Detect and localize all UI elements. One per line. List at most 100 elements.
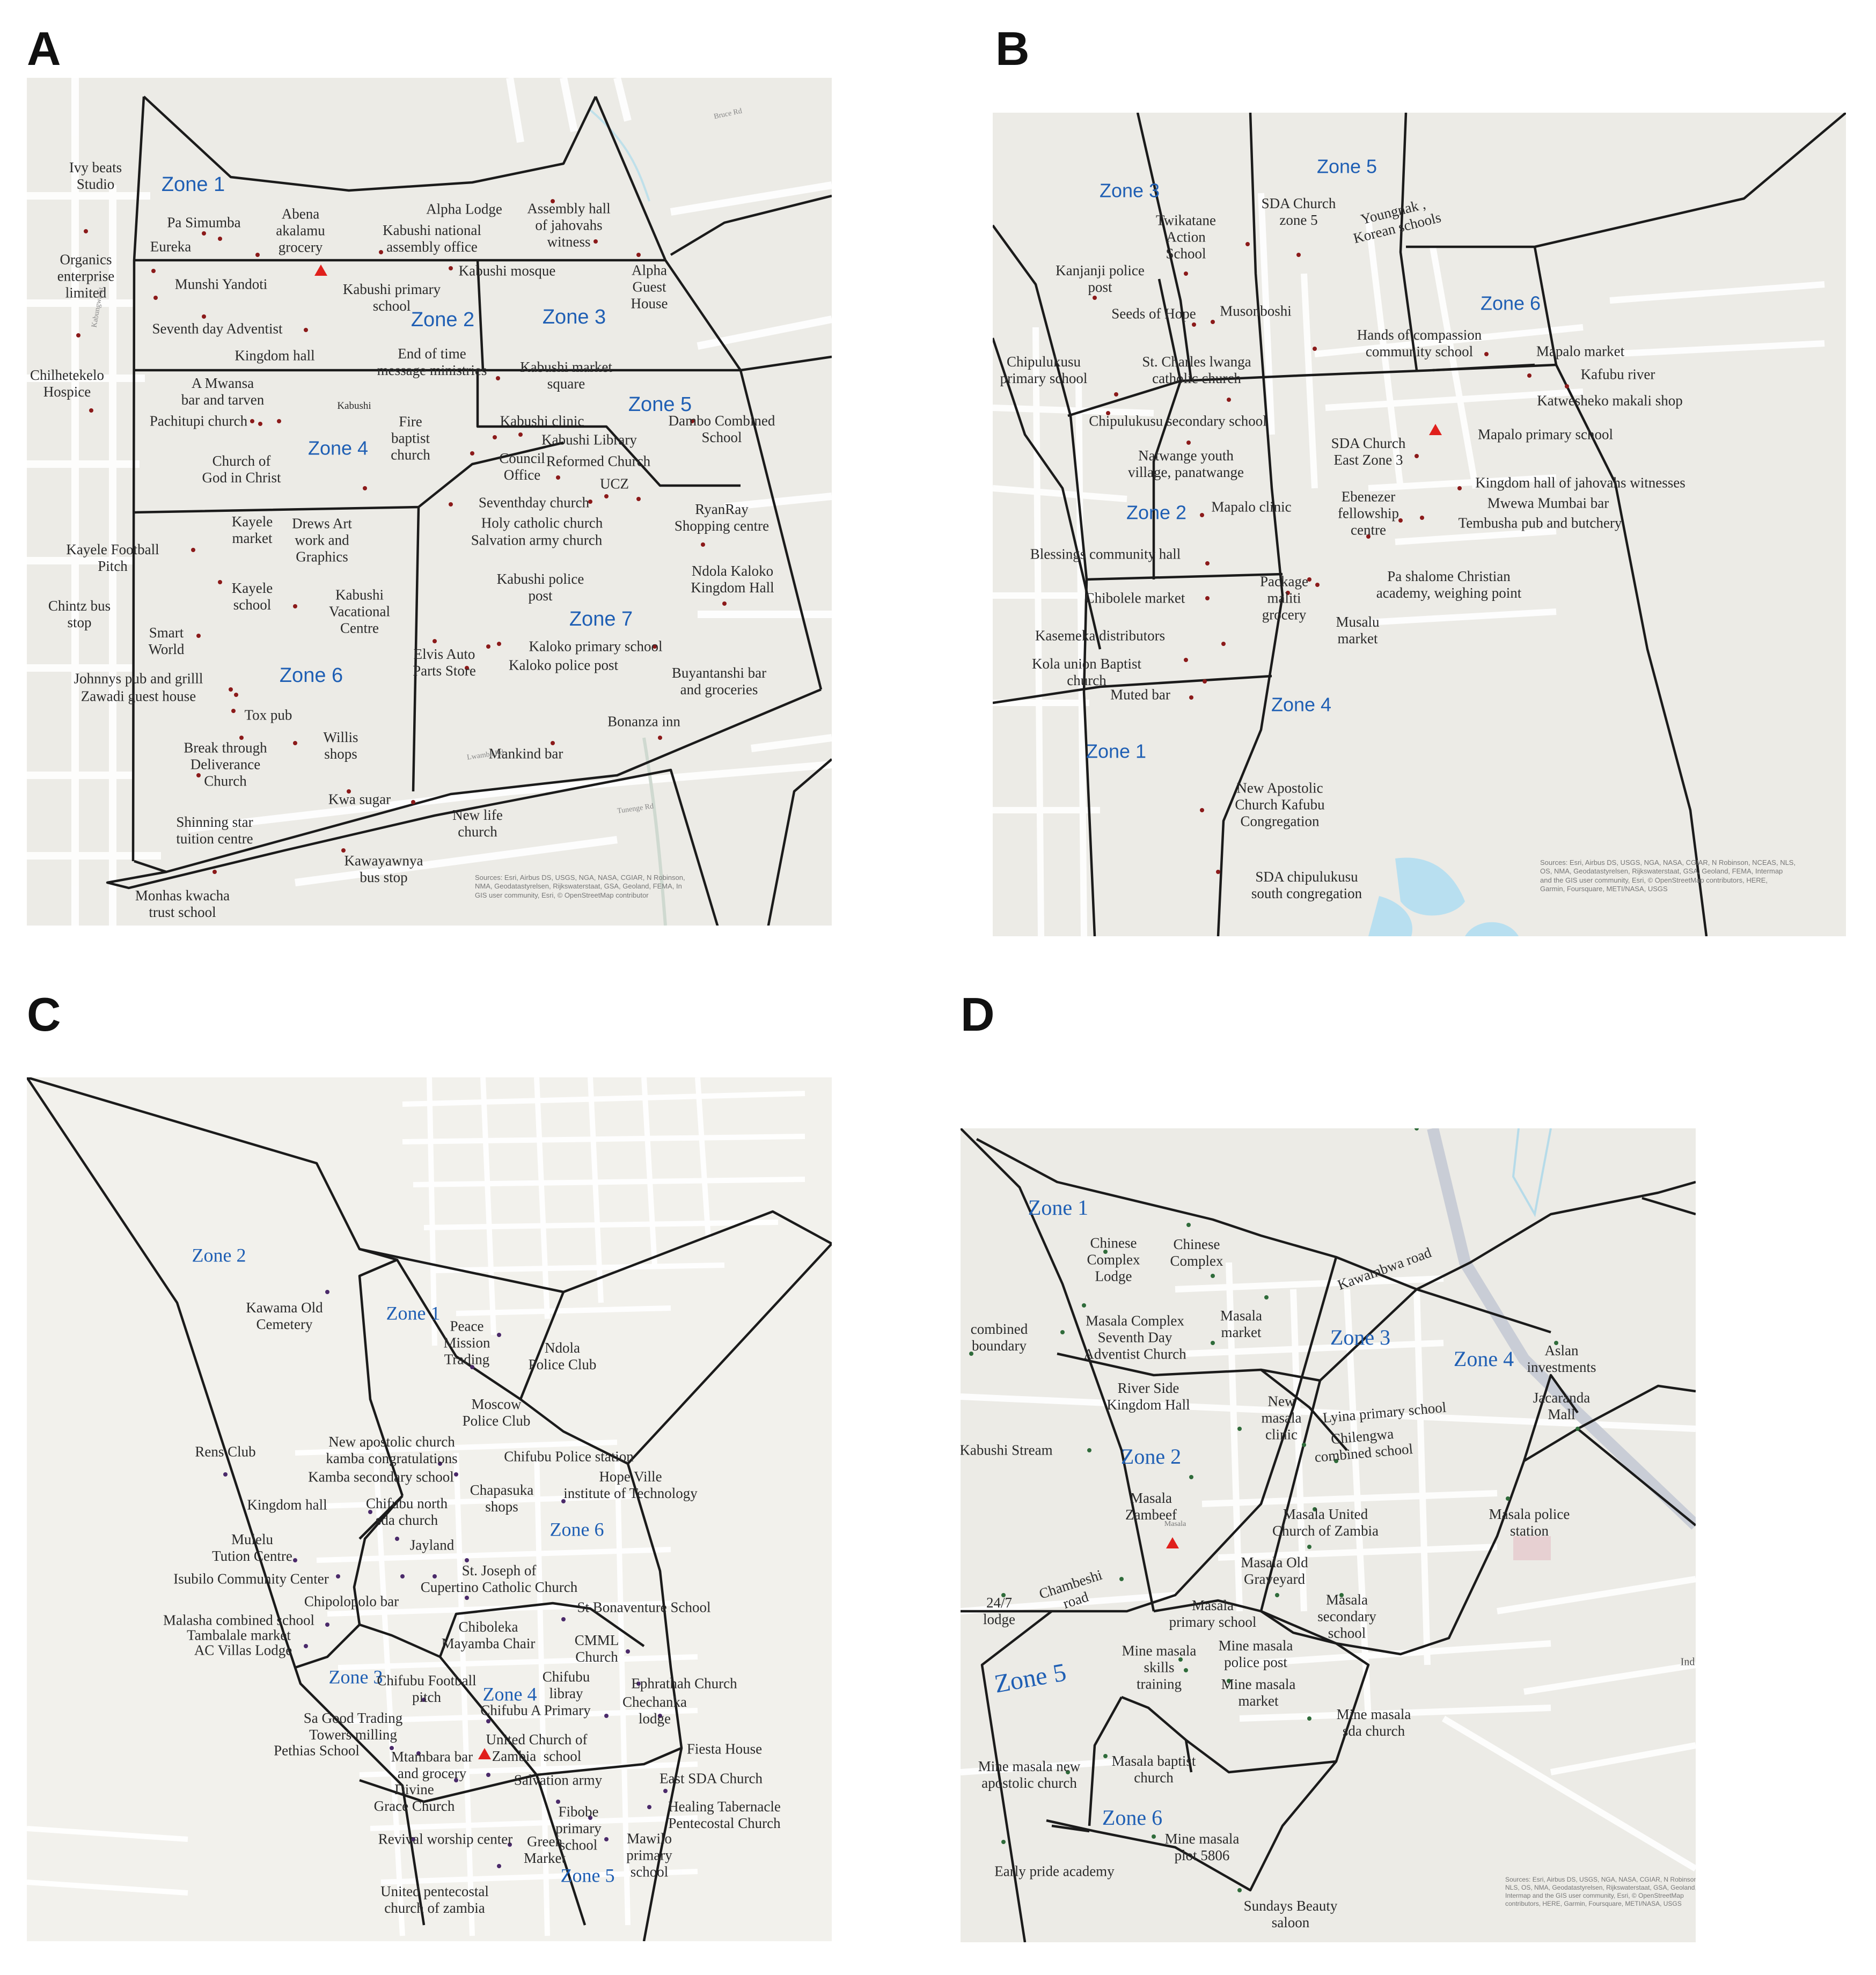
poi-label: Mine masala market (1221, 1676, 1296, 1709)
poi-label: Hope Ville institute of Technology (563, 1468, 698, 1501)
poi-label: Aslan investments (1527, 1342, 1596, 1375)
poi-label: United Church of Zambia school (486, 1731, 588, 1764)
poi-label: Tambalale market (187, 1627, 291, 1643)
panel-c-zone-label: Zone 5 (560, 1864, 615, 1886)
poi-label: Ndola Police Club (528, 1339, 597, 1372)
poi-label: Kabushi police post (496, 570, 584, 604)
panel-c-map[interactable]: Zone 2 Zone 1 Zone 6 Zone 3 Zone 4 Zone … (27, 1077, 832, 1941)
poi-label: St Bonaventure School (577, 1599, 711, 1616)
panel-b-map[interactable]: Zone 3 Zone 5 Zone 6 Zone 2 Zone 4 Zone … (993, 113, 1846, 936)
poi-label: Kabushi Library (541, 431, 637, 448)
poi-label: Kabushi clinic (500, 413, 584, 429)
poi-label: End of time message ministries (377, 345, 487, 378)
panel-b-letter: B (995, 22, 1030, 75)
poi-label: Chipulukusu primary school (1000, 353, 1088, 386)
poi-label: Zawadi guest house (80, 688, 196, 704)
poi-label: St. Joseph of Cupertino Catholic Church (420, 1562, 578, 1595)
panel-a-zone-label: Zone 5 (628, 393, 692, 416)
poi-label: Package maliti grocery (1260, 573, 1308, 623)
poi-label: New life church (452, 806, 503, 840)
poi-label: Willis shops (323, 729, 358, 762)
panel-a-zone-label: Zone 4 (307, 437, 369, 459)
panel-b-target-marker (1429, 424, 1442, 435)
road-label: Ind (1680, 1656, 1695, 1668)
poi-label: Mapalo market (1536, 343, 1625, 359)
poi-label: Fibobe primary school (555, 1803, 602, 1853)
poi-label: Chintz bus stop (48, 597, 111, 630)
poi-label: Early pride academy (994, 1863, 1115, 1879)
poi-label: Kabushi market square (520, 358, 612, 392)
poi-label: Seeds of Hope (1111, 305, 1196, 322)
panel-d-map[interactable]: Zone 1 Zone 2 Zone 3 Zone 4 Zone 5 Zone … (961, 1128, 1696, 1942)
poi-label: Kafubu river (1580, 366, 1655, 383)
poi-label: Mine masala sda church (1336, 1706, 1411, 1739)
poi-label: Mankind bar (488, 745, 563, 762)
poi-label: Assembly hall of jahovahs witness (527, 200, 611, 250)
panel-b-zone-label: Zone 5 (1316, 155, 1377, 178)
poi-label: Divine Grace Church (373, 1781, 455, 1814)
poi-label: Holy catholic church (481, 515, 603, 531)
panel-a-attribution: Sources: Esri, Airbus DS, USGS, NGA, NAS… (475, 873, 685, 899)
poi-label: Kanjanji police post (1056, 262, 1145, 295)
poi-label: Hands of compassion community school (1357, 326, 1482, 359)
poi-label: Pa shalome Christian academy, weighing p… (1376, 568, 1522, 601)
panel-a-zone-label: Zone 3 (542, 306, 606, 329)
poi-label: Masala baptist church (1111, 1752, 1196, 1786)
poi-label: Kabushi mosque (458, 262, 556, 279)
poi-label: Chifubu libray (542, 1668, 590, 1701)
poi-label: Pethias School (274, 1742, 360, 1759)
poi-label: Mine masala plot 5806 (1164, 1830, 1240, 1863)
poi-label: St. Charles lwanga catholic church (1142, 353, 1251, 386)
panel-a-map[interactable]: Zone 1 Zone 2 Zone 3 Zone 4 Zone 5 Zone … (27, 78, 832, 926)
poi-label: Kabushi (337, 400, 371, 412)
poi-label: Kawayawnya bus stop (344, 852, 423, 885)
poi-label: Kingdom hall (234, 347, 315, 364)
poi-label: Fire baptist church (391, 413, 430, 463)
poi-label: Abena akalamu grocery (276, 205, 325, 255)
poi-label: Masala United Church of Zambia (1272, 1506, 1379, 1539)
poi-label: Ebenezer fellowship centre (1338, 488, 1399, 538)
poi-label: Jacaranda Mall (1533, 1389, 1591, 1422)
panel-d-letter: D (961, 988, 995, 1041)
poi-label: Masala secondary school (1317, 1591, 1376, 1641)
poi-label: Musalu market (1336, 613, 1380, 647)
poi-label: UCZ (600, 475, 629, 492)
panel-c-svg (27, 1077, 832, 1941)
poi-label: Salvation army church (471, 532, 603, 548)
poi-label: Council Office (499, 450, 545, 483)
poi-label: Mapalo clinic (1211, 498, 1292, 515)
poi-label: Tox pub (244, 707, 292, 723)
panel-c-zone-label: Zone 4 (482, 1683, 537, 1705)
poi-label: Kola union Baptist church (1032, 655, 1141, 688)
poi-label: Chifubu Football pitch (377, 1672, 477, 1705)
panel-d-svg (961, 1128, 1696, 1942)
poi-label: Isubilo Community Center (173, 1570, 329, 1587)
poi-label: East SDA Church (659, 1770, 763, 1787)
poi-label: combined boundary (970, 1320, 1028, 1354)
poi-label: Chipulukusu secondary school (1089, 413, 1267, 429)
panel-a-zone-label: Zone 6 (279, 664, 343, 687)
panel-a-svg (27, 78, 832, 926)
poi-label: Rens Club (195, 1443, 256, 1460)
panel-d-zone-label: Zone 6 (1102, 1805, 1163, 1830)
poi-label: AC Villas Lodge (194, 1642, 292, 1658)
poi-label: Organics enterprise limited (57, 251, 115, 301)
poi-label: Salvation army (514, 1772, 603, 1788)
poi-label: New apostolic church kamba congratulatio… (326, 1433, 458, 1466)
poi-label: Chinese Complex (1170, 1236, 1223, 1269)
poi-label: New masala clinic (1261, 1393, 1302, 1443)
panel-d-zone-label: Zone 3 (1330, 1325, 1391, 1349)
poi-label: Mawilo primary school (626, 1830, 672, 1880)
poi-label: CMML Church (574, 1632, 619, 1665)
panel-d-zone-label: Zone 2 (1120, 1444, 1182, 1469)
poi-label: Bonanza inn (607, 713, 680, 730)
poi-label: Kasemeka distributors (1035, 627, 1166, 644)
poi-label: River Side Kingdom Hall (1106, 1379, 1190, 1413)
panel-a-letter: A (27, 22, 61, 75)
panel-c-target-marker (478, 1748, 491, 1759)
panel-c-zone-label: Zone 3 (328, 1666, 383, 1688)
panel-b-zone-label: Zone 3 (1099, 179, 1160, 202)
poi-label: Tembusha pub and butchery (1458, 515, 1622, 531)
panel-b-attribution: Sources: Esri, Airbus DS, USGS, NGA, NAS… (1540, 858, 1796, 893)
poi-label: Mwewa Mumbai bar (1487, 495, 1609, 511)
